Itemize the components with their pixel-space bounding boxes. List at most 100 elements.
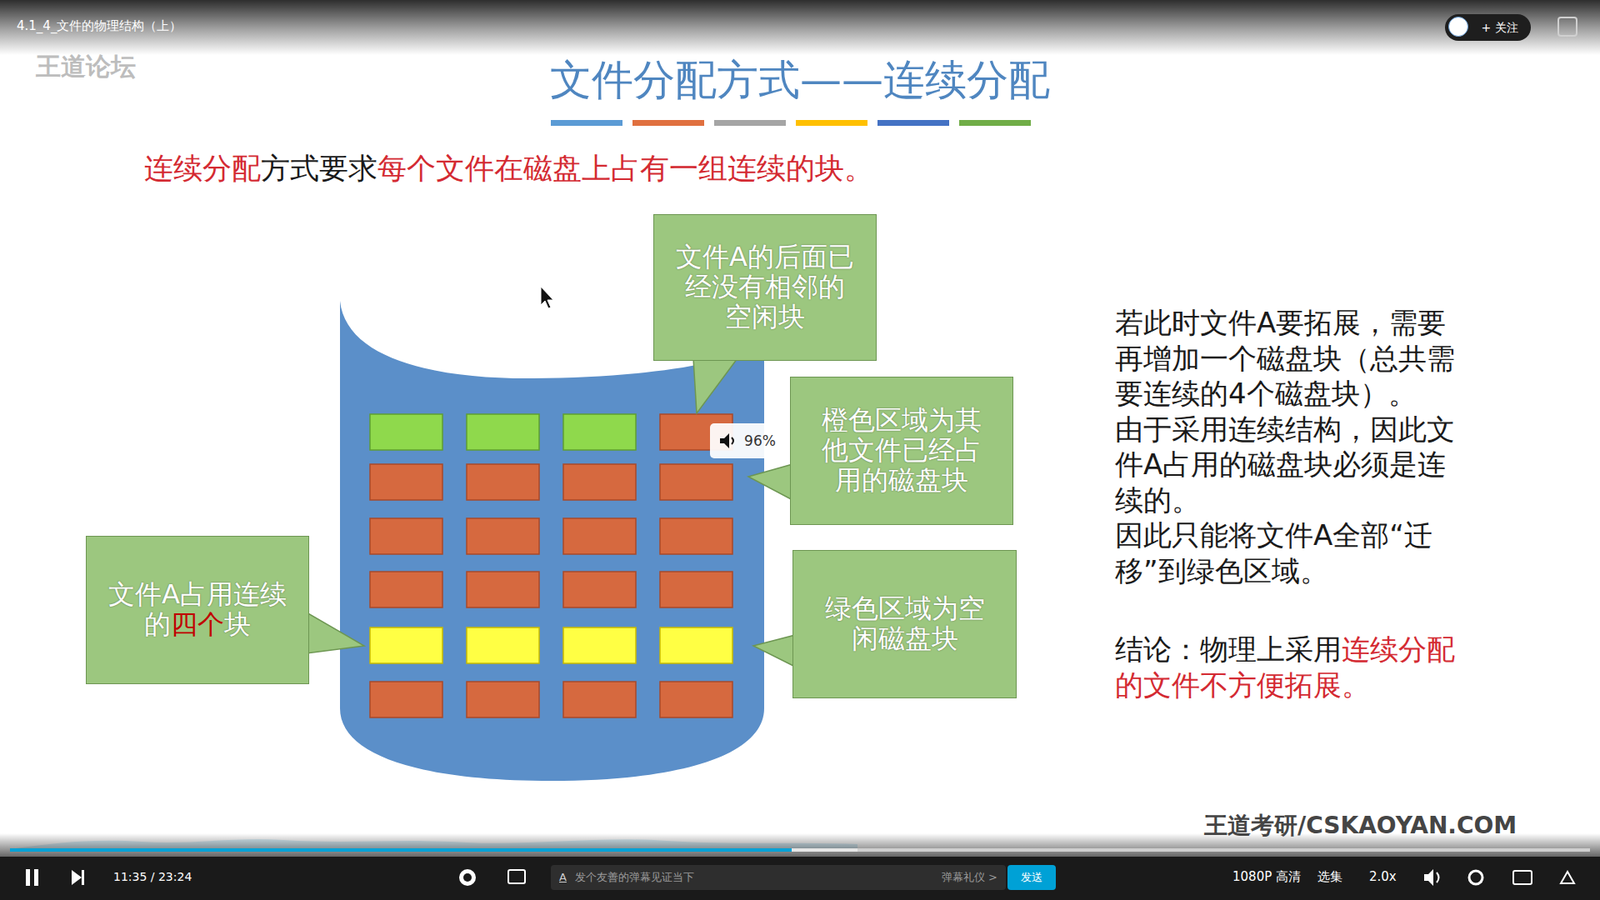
callout-box: 文件A占用连续的四个块	[85, 535, 310, 685]
disk-block	[370, 571, 443, 608]
node-text: 文件A占用连续的四个块	[105, 580, 290, 640]
button-text: 发个友善的弹幕见证当下	[575, 870, 695, 885]
title-underline	[550, 120, 1031, 126]
button-text: 弹幕礼仪 >	[941, 870, 998, 885]
conclusion-label: 结论：物理上采用	[1115, 632, 1342, 666]
explanation-line: 因此只能将文件A全部“迁移”到绿色区域。	[1115, 517, 1474, 589]
disk-block	[466, 681, 540, 718]
danmaku-toggle-icon	[463, 873, 472, 882]
episode-button: 选集	[1317, 869, 1343, 885]
callout-text: 文件A的后面已经没有相邻的空闲块	[675, 240, 855, 333]
next-icon	[71, 870, 82, 885]
disk-block	[563, 681, 636, 718]
disk-block	[563, 464, 636, 500]
disk-block	[370, 627, 443, 664]
callout-text: 橙色区域为其他文件已经占用的磁盘块	[821, 404, 982, 496]
node-text: 发送	[1020, 870, 1043, 885]
forum-watermark: 王道论坛	[35, 51, 136, 82]
node-text: 96%	[744, 432, 776, 450]
disk-block	[466, 518, 540, 555]
pause-icon	[25, 869, 30, 886]
underline-bar	[795, 120, 868, 126]
progress-track	[10, 848, 1590, 852]
progress-buffer	[10, 848, 858, 852]
button-text: 发送	[1020, 870, 1043, 884]
underline-bar	[550, 120, 623, 126]
top-shade	[0, 0, 1600, 55]
extra-icon	[1560, 871, 1575, 884]
disk-block	[660, 681, 733, 718]
quality-button: 1080P 高清	[1232, 869, 1301, 885]
definition-highlight: 每个文件在磁盘上占有一组连续的块。	[377, 151, 874, 185]
speaker-icon	[718, 431, 737, 450]
underline-bar	[632, 120, 705, 126]
body-text: 方式要求	[260, 151, 378, 185]
disk-block	[466, 571, 540, 608]
follow-button: + 关注	[1445, 14, 1531, 41]
para-text-block: 若此时文件A要拓展，需要再增加一个磁盘块（总共需要连续的4个磁盘块）。由于采用连…	[1115, 305, 1474, 589]
node-text: A 发个友善的弹幕见证当下 弹幕礼仪 >	[559, 870, 998, 885]
site-watermark: 王道考研/CSKAOYAN.COM	[1204, 811, 1517, 840]
callout-text: 绿色区域为空闲磁盘块	[825, 592, 985, 655]
volume-icon	[1424, 869, 1434, 886]
callout-box: 文件A的后面已经没有相邻的空闲块	[653, 214, 877, 361]
sub-text-block: 连续分配方式要求每个文件在磁盘上占有一组连续的块。	[144, 150, 1445, 189]
video-title: 4.1_4_文件的物理结构（上）	[16, 18, 182, 34]
disk-block	[660, 571, 733, 608]
help-icon	[1558, 17, 1577, 36]
underline-bar	[714, 120, 786, 126]
callout-box: 橙色区域为其他文件已经占用的磁盘块	[790, 376, 1014, 525]
disk-block	[466, 627, 540, 664]
underline-bar	[877, 120, 950, 126]
button-text: 96%	[744, 432, 776, 450]
disk-body	[340, 300, 765, 781]
explanation-line: 由于采用连续结构，因此文件A占用的磁盘块必须是连续的。	[1115, 411, 1474, 519]
slide-title: 文件分配方式——连续分配	[0, 55, 1600, 105]
danmaku-toggle-icon	[459, 869, 476, 886]
settings-icon	[1469, 870, 1483, 885]
callout-tail	[748, 464, 793, 500]
disk-block	[466, 464, 540, 500]
disk-block	[466, 414, 540, 450]
speaker-icon	[720, 433, 730, 449]
explanation-line: 若此时文件A要拓展，需要再增加一个磁盘块（总共需要连续的4个磁盘块）。	[1115, 305, 1474, 412]
avatar-icon	[1448, 16, 1469, 37]
button-text: A	[559, 870, 567, 885]
pause-icon	[34, 869, 39, 886]
next-icon	[81, 870, 85, 885]
callout-text: 四个	[170, 608, 225, 640]
node-text: 橙色区域为其他文件已经占用的磁盘块	[809, 405, 995, 495]
progress-played	[10, 848, 792, 852]
callout-box: 绿色区域为空闲磁盘块	[792, 550, 1017, 699]
disk-block	[370, 681, 443, 718]
disk-block	[660, 464, 733, 500]
concl-text-block: 结论：物理上采用连续分配的文件不方便拓展。	[1115, 631, 1474, 703]
send-button: 发送	[1007, 865, 1056, 890]
fullscreen-icon	[1513, 870, 1532, 885]
volume-icon	[1436, 872, 1440, 883]
disk-block	[660, 627, 733, 664]
callout-tail	[693, 358, 738, 414]
disk-block	[563, 571, 636, 608]
disk-block	[563, 518, 636, 555]
volume-overlay: 96%	[710, 423, 785, 459]
callout-tail	[753, 635, 795, 667]
disk-block	[370, 464, 443, 500]
node-text: 文件A的后面已经没有相邻的空闲块	[672, 242, 858, 332]
speaker-icon	[731, 437, 734, 445]
callout-tails	[306, 358, 795, 667]
underline-bar	[959, 120, 1031, 126]
node-text: 绿色区域为空闲磁盘块	[811, 594, 998, 655]
disk-block	[370, 414, 443, 450]
callout-tail	[306, 612, 365, 654]
node-text: + 关注	[1480, 20, 1518, 35]
term-highlight: 连续分配	[144, 151, 261, 185]
button-text: + 关注	[1480, 20, 1518, 35]
disk-block	[660, 518, 733, 555]
callout-text: 块	[224, 608, 251, 640]
disk-block-grid	[370, 414, 733, 718]
mouse-cursor	[540, 286, 554, 309]
disk-block	[370, 518, 443, 555]
player-bar	[0, 856, 1600, 900]
